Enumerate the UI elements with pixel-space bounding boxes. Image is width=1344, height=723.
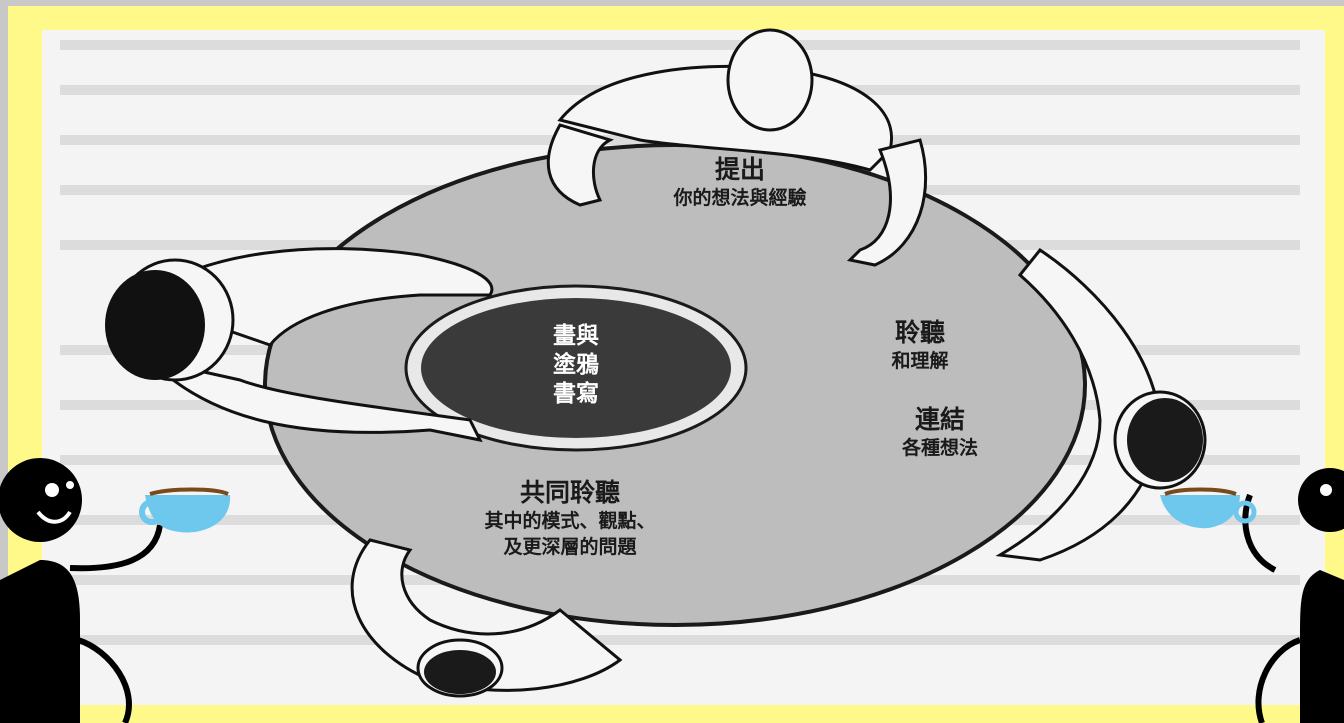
label-listen-subtitle: 和理解 — [891, 350, 949, 372]
center-label-line2: 塗鴉 — [553, 352, 599, 378]
label-listen-together-line1: 其中的模式、觀點、 — [484, 510, 656, 532]
center-label-line3: 書寫 — [553, 381, 599, 407]
label-propose-title: 提出 — [714, 155, 765, 184]
person-bottom-hair — [424, 650, 496, 694]
label-listen-together-line2: 及更深層的問題 — [503, 536, 637, 558]
coffee-drinker-left-icon — [0, 458, 231, 723]
label-connect-title: 連結 — [914, 405, 965, 434]
label-propose-subtitle: 你的想法與經驗 — [673, 187, 807, 209]
label-propose: 提出 你的想法與經驗 — [605, 155, 875, 211]
label-listen: 聆聽 和理解 — [860, 318, 980, 374]
label-connect: 連結 各種想法 — [860, 405, 1020, 461]
label-listen-title: 聆聽 — [894, 318, 945, 347]
person-left-hair — [105, 270, 205, 380]
center-label-line1: 畫與 — [553, 323, 599, 349]
coffee-drinker-right-icon — [1160, 468, 1344, 723]
label-listen-together-title: 共同聆聽 — [519, 478, 620, 507]
center-oval — [421, 298, 731, 438]
center-label: 畫與 塗鴉 書寫 — [536, 322, 616, 409]
person-right-hair — [1127, 398, 1203, 482]
person-top — [546, 28, 928, 267]
label-connect-subtitle: 各種想法 — [901, 437, 978, 459]
label-listen-together: 共同聆聽 其中的模式、觀點、 及更深層的問題 — [400, 478, 740, 560]
